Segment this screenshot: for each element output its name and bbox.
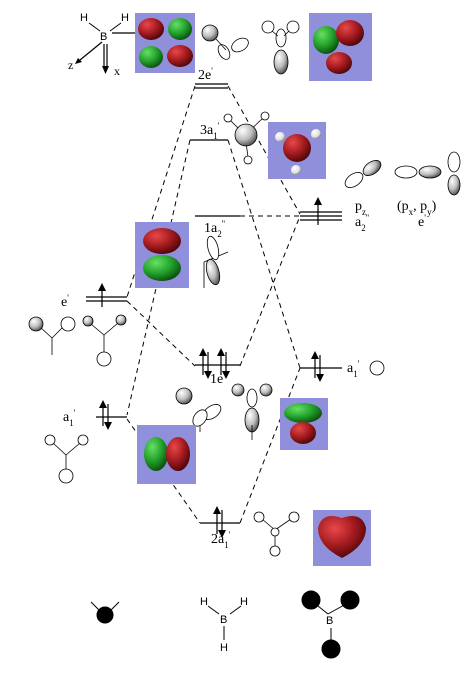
bh3-h-left: H	[200, 596, 208, 608]
level-2e-prime: 2e'	[195, 66, 228, 89]
svg-text:e': e'	[61, 293, 69, 310]
label-2a1-prime: 2a	[211, 532, 225, 547]
mo-image-1a2-dprime	[135, 222, 189, 288]
svg-text:e': e'	[418, 213, 426, 230]
label-pxpy: (p	[397, 199, 409, 214]
bottom-b-atom-symbol: B	[301, 590, 360, 659]
mo-image-2a1-prime	[313, 510, 371, 566]
s-orbital-sketch-2a1	[253, 511, 300, 557]
axes-b: B	[100, 31, 107, 43]
p-orbital-sketch-1a2	[203, 235, 229, 288]
h3-e-prime-sketch-b	[82, 314, 127, 367]
left-a1-prime-level: a1'	[63, 400, 127, 430]
b-atom-label: B	[326, 615, 333, 627]
label-a2-dprime: a	[355, 215, 362, 230]
b-2s-orbital	[369, 360, 385, 376]
p-orbital-sketch-1e-b	[231, 383, 273, 440]
bh3-h-right: H	[240, 596, 248, 608]
label-1a2-dprime: 1a	[204, 221, 218, 236]
svg-text:2a1': 2a1'	[211, 530, 231, 550]
p-orbital-sketch-2e-a	[201, 24, 249, 60]
h3-a1-prime-sketch	[44, 434, 89, 484]
level-1e-prime: 1e'	[195, 348, 240, 387]
axes-h-left: H	[80, 12, 88, 24]
label-pz: p	[355, 199, 362, 214]
label-1e-prime: 1e	[210, 372, 223, 387]
axis-z-label: z	[68, 58, 73, 72]
bh3-h-bottom: H	[220, 642, 228, 654]
h3-e-prime-sketch-a	[28, 316, 76, 355]
label-e-prime-right: e	[418, 215, 424, 230]
svg-text:a1': a1'	[63, 408, 76, 428]
svg-text:3a1': 3a1'	[200, 121, 220, 141]
level-2p-b: pz a2'' (px, py) e'	[300, 197, 437, 233]
label-2e-prime: 2e	[198, 68, 211, 83]
label-3a1-prime: 3a	[200, 123, 214, 138]
svg-text:1e': 1e'	[210, 370, 225, 387]
level-3a1-prime: 3a1'	[190, 121, 228, 141]
label-e-prime-left: e	[61, 295, 67, 310]
s-orbital-sketch-3a1	[223, 111, 270, 165]
left-e-prime-level: e'	[61, 283, 127, 310]
p-orbital-sketch-1e-a	[175, 387, 222, 432]
bottom-bh3-structure: H H B H	[200, 596, 248, 654]
svg-text:a1': a1'	[347, 359, 360, 379]
bottom-h3-symbol	[90, 601, 120, 624]
p-orbital-sketch-2e-b	[261, 20, 300, 75]
mo-image-2e-prime-a	[135, 13, 195, 73]
axis-x-label: x	[114, 64, 120, 78]
svg-text:a2'': a2''	[355, 213, 369, 233]
mo-image-2e-prime-b	[309, 13, 372, 81]
axes-h-right: H	[121, 12, 129, 24]
level-1a2-dprime: 1a2''	[195, 215, 240, 239]
mo-image-1e-prime-a	[137, 425, 196, 484]
label-a1-prime-left: a	[63, 410, 70, 425]
right-a1-prime-level: a1'	[300, 351, 385, 382]
svg-text:1a2'': 1a2''	[204, 219, 225, 239]
svg-text:pz: pz	[355, 199, 366, 217]
level-2a1-prime: 2a1'	[200, 506, 240, 550]
right-p-orbitals	[344, 151, 461, 196]
bh3-b: B	[220, 614, 227, 626]
mo-image-1e-prime-b	[280, 398, 328, 450]
mo-image-3a1-prime	[268, 122, 326, 179]
svg-text:(px, py): (px, py)	[397, 199, 437, 217]
svg-text:2e': 2e'	[198, 66, 213, 83]
label-a1-prime-right: a	[347, 361, 354, 376]
